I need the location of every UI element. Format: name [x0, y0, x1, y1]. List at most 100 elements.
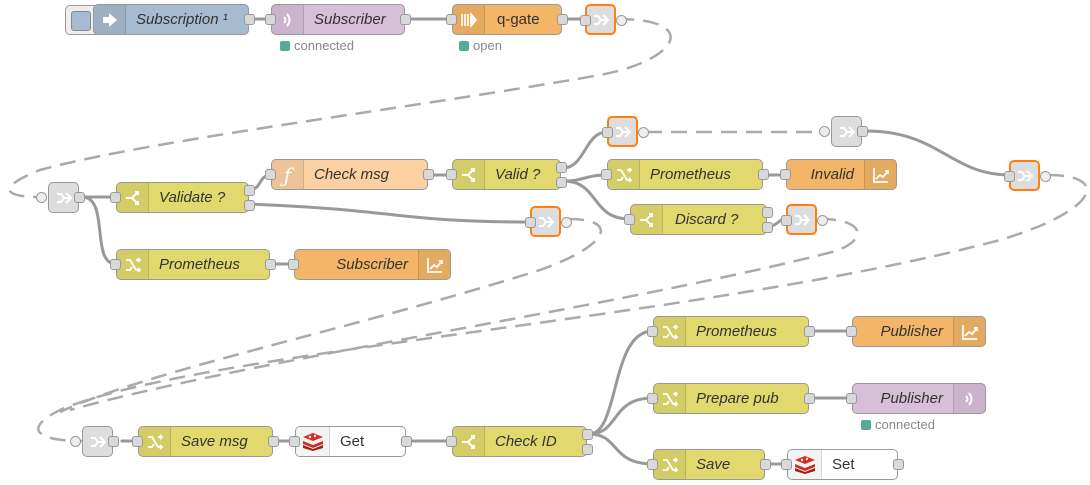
publisher-metric-node[interactable]: Publisher	[846, 316, 986, 347]
output-port[interactable]	[244, 14, 255, 25]
output-port[interactable]	[857, 126, 868, 137]
prepare-pub-change-node[interactable]: Prepare pub	[647, 383, 815, 414]
output-port[interactable]	[758, 169, 769, 180]
output-port[interactable]	[561, 217, 572, 228]
output-port[interactable]	[760, 459, 771, 470]
invalid-metric-node[interactable]: Invalid	[780, 159, 897, 190]
output-port[interactable]	[638, 127, 649, 138]
subscriber-mqtt-node[interactable]: Subscriber	[265, 4, 411, 35]
input-port[interactable]	[265, 14, 276, 25]
chart-icon	[864, 160, 896, 189]
output-port[interactable]	[268, 436, 279, 447]
output-port[interactable]	[1040, 171, 1051, 182]
input-port[interactable]	[446, 169, 457, 180]
input-port[interactable]	[446, 14, 457, 25]
output-port[interactable]	[244, 200, 255, 211]
input-port[interactable]	[846, 326, 857, 337]
output-port[interactable]	[401, 436, 412, 447]
input-port[interactable]	[525, 217, 536, 228]
change-icon	[608, 160, 640, 189]
link-in-node[interactable]	[70, 426, 119, 457]
output-port[interactable]	[804, 393, 815, 404]
wire	[587, 329, 655, 436]
output-port[interactable]	[423, 169, 434, 180]
link-out-node[interactable]	[525, 206, 572, 237]
node-label: Subscriber	[314, 11, 386, 28]
input-port[interactable]	[846, 393, 857, 404]
save-change-node[interactable]: Save	[647, 449, 771, 480]
output-port[interactable]	[557, 14, 568, 25]
input-port[interactable]	[1004, 171, 1015, 182]
node-label: Save msg	[181, 433, 248, 450]
output-port[interactable]	[108, 436, 119, 447]
switch-icon	[631, 205, 663, 234]
publisher-mqtt-node[interactable]: Publisher	[846, 383, 986, 414]
link-out-node[interactable]	[1004, 160, 1051, 191]
input-port[interactable]	[110, 192, 121, 203]
input-port[interactable]	[601, 169, 612, 180]
input-port[interactable]	[602, 127, 613, 138]
link-wire-dashed	[69, 217, 859, 412]
link-out-node[interactable]	[781, 204, 828, 235]
input-port[interactable]	[110, 259, 121, 270]
output-port[interactable]	[762, 207, 773, 218]
input-port[interactable]	[288, 259, 299, 270]
link-out-node[interactable]	[602, 116, 649, 147]
link-out-icon	[593, 13, 609, 26]
q-gate-node[interactable]: q-gate	[446, 4, 568, 35]
gate-icon	[453, 5, 485, 34]
prometheus-invalid-change-node[interactable]: Prometheus	[601, 159, 769, 190]
input-port[interactable]	[647, 393, 658, 404]
discard-switch-node[interactable]: Discard ?	[624, 204, 773, 235]
output-port[interactable]	[582, 444, 593, 455]
change-icon	[117, 250, 149, 279]
input-port[interactable]	[446, 436, 457, 447]
input-port[interactable]	[289, 436, 300, 447]
output-port[interactable]	[804, 326, 815, 337]
output-port[interactable]	[556, 177, 567, 188]
input-port[interactable]	[132, 436, 143, 447]
input-port[interactable]	[647, 459, 658, 470]
redis-get-node[interactable]: Get	[289, 426, 412, 457]
input-port[interactable]	[780, 169, 791, 180]
subscription-inject-node[interactable]: Subscription ¹	[93, 4, 255, 35]
output-port[interactable]	[556, 162, 567, 173]
prometheus-subscriber-change-node[interactable]: Prometheus	[110, 249, 276, 280]
input-port[interactable]	[36, 192, 47, 203]
input-port[interactable]	[580, 15, 591, 26]
output-port[interactable]	[265, 259, 276, 270]
output-port[interactable]	[74, 192, 85, 203]
change-icon	[654, 384, 686, 413]
link-out-icon	[538, 215, 554, 228]
valid-switch-node[interactable]: Valid ?	[446, 159, 567, 190]
wire	[561, 179, 632, 221]
output-port[interactable]	[400, 14, 411, 25]
input-port[interactable]	[70, 436, 81, 447]
link-out-node[interactable]	[580, 4, 627, 35]
output-port[interactable]	[244, 185, 255, 196]
validate-switch-node[interactable]: Validate ?	[110, 182, 255, 213]
input-port[interactable]	[624, 214, 635, 225]
output-port[interactable]	[616, 15, 627, 26]
output-port[interactable]	[582, 429, 593, 440]
output-port[interactable]	[893, 459, 904, 470]
input-port[interactable]	[265, 169, 276, 180]
wifi-signal-icon	[953, 384, 985, 413]
link-in-node[interactable]	[819, 116, 868, 147]
check-id-switch-node[interactable]: Check ID	[446, 426, 593, 457]
output-port[interactable]	[762, 222, 773, 233]
link-in-node[interactable]	[36, 182, 85, 213]
prometheus-publisher-change-node[interactable]: Prometheus	[647, 316, 815, 347]
input-port[interactable]	[647, 326, 658, 337]
link-out-icon	[615, 125, 631, 138]
check-msg-function-node[interactable]: ƒ Check msg	[265, 159, 434, 190]
input-port[interactable]	[781, 215, 792, 226]
save-msg-change-node[interactable]: Save msg	[132, 426, 279, 457]
redis-set-node[interactable]: Set	[781, 449, 904, 480]
subscriber-metric-node[interactable]: Subscriber	[288, 249, 451, 280]
input-port[interactable]	[781, 459, 792, 470]
wire	[864, 129, 1012, 177]
output-port[interactable]	[817, 215, 828, 226]
input-port[interactable]	[819, 126, 830, 137]
link-in-icon	[90, 435, 106, 448]
